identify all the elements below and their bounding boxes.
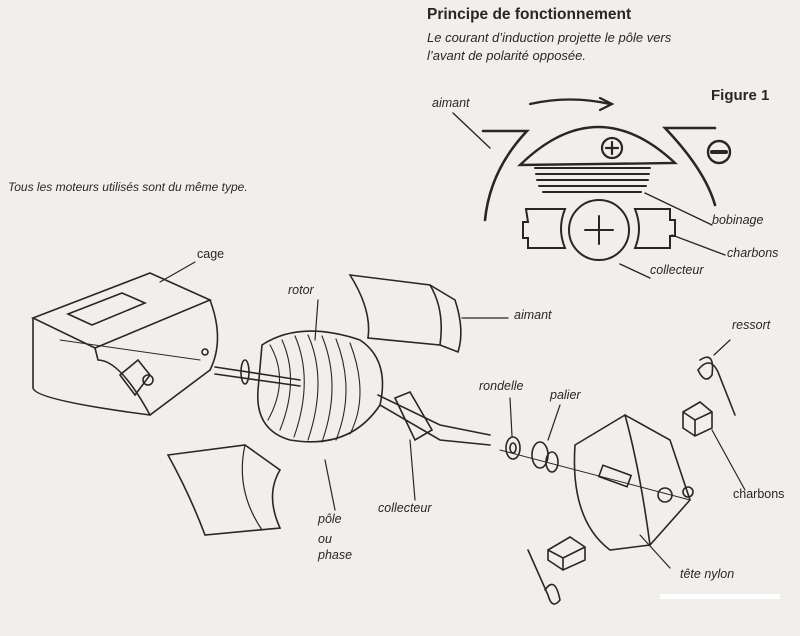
figure-label: Figure 1 [711, 87, 770, 104]
label-collecteur-fig: collecteur [650, 263, 704, 277]
commutator-symbol [568, 199, 630, 261]
brush-right [633, 208, 676, 249]
left-magnet [481, 129, 531, 222]
coil-winding [534, 167, 651, 193]
principle-title: Principe de fonctionnement [427, 6, 632, 23]
label-tete-nylon: tête nylon [680, 567, 735, 581]
intro-text: Tous les moteurs utilisés sont du même t… [8, 180, 248, 194]
right-magnet [661, 126, 717, 207]
label-rondelle: rondelle [479, 379, 524, 393]
brush-left [522, 208, 567, 249]
label-charbons: charbons [733, 487, 785, 501]
washer-bearing [505, 397, 561, 473]
brushes [547, 401, 746, 571]
rotation-arrow [528, 96, 615, 112]
plus-symbol [600, 136, 624, 160]
label-aimant-fig: aimant [432, 96, 470, 110]
label-bobinage: bobinage [712, 213, 764, 227]
label-rotor: rotor [288, 283, 314, 297]
magnet-top [348, 273, 509, 354]
pole-dome [517, 125, 678, 167]
minus-symbol [706, 139, 732, 165]
cage-part [30, 261, 219, 416]
principle-description-line1: Le courant d’induction projette le pôle … [427, 30, 672, 45]
springs [527, 339, 736, 605]
label-ressort: ressort [732, 318, 771, 332]
label-phase: phase [318, 548, 353, 562]
principle-description-line2: l’avant de polarité opposée. [427, 48, 587, 63]
label-charbons-fig: charbons [727, 246, 779, 260]
scan-artifact [660, 594, 780, 599]
magnet-bottom [166, 444, 282, 536]
nylon-head [499, 414, 694, 569]
label-collecteur: collecteur [378, 501, 432, 515]
label-palier: palier [550, 388, 581, 402]
label-aimant: aimant [514, 308, 552, 322]
principle-figure [452, 96, 732, 279]
label-cage: cage [197, 247, 225, 261]
label-ou: ou [318, 532, 332, 546]
label-pole: pôle [318, 512, 342, 526]
rotor-part [214, 299, 491, 511]
